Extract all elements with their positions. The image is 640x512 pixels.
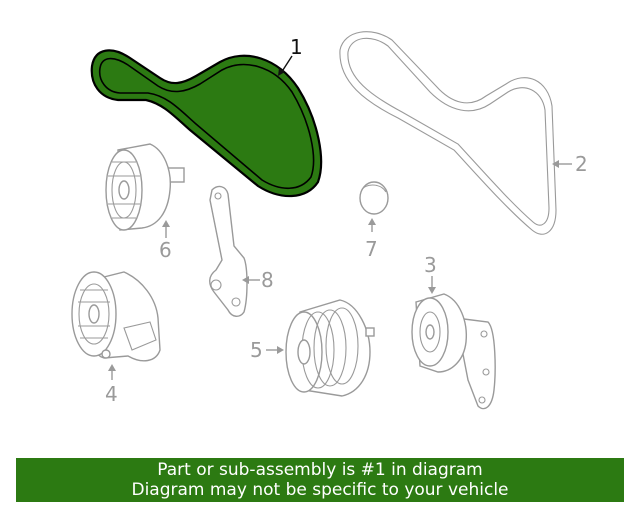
leader-line-3 (428, 276, 436, 294)
leader-line-5 (266, 346, 284, 354)
leader-line-6 (162, 220, 170, 238)
callout-2[interactable]: 2 (575, 152, 588, 176)
leader-line-2 (552, 160, 572, 168)
banner-line-1: Part or sub-assembly is #1 in diagram (157, 460, 483, 480)
banner-line-2: Diagram may not be specific to your vehi… (131, 480, 509, 500)
callout-4[interactable]: 4 (105, 382, 118, 406)
callout-7[interactable]: 7 (365, 237, 378, 261)
belt-part-1[interactable] (90, 49, 323, 198)
info-banner: Part or sub-assembly is #1 in diagram Di… (16, 458, 624, 502)
bracket-part-8[interactable] (209, 185, 248, 317)
parts-diagram: 1 2 6 8 7 (71, 31, 588, 410)
callout-1[interactable]: 1 (290, 35, 303, 59)
belt-part-2[interactable] (339, 31, 557, 235)
callout-8[interactable]: 8 (261, 268, 274, 292)
callout-6[interactable]: 6 (159, 238, 172, 262)
cap-part-7[interactable] (359, 181, 389, 215)
leader-line-4 (108, 364, 116, 380)
pulley-part-5[interactable] (285, 299, 375, 397)
tensioner-part-4[interactable] (71, 271, 161, 362)
callout-5[interactable]: 5 (250, 338, 263, 362)
leader-line-8 (242, 276, 260, 284)
leader-line-1 (278, 55, 293, 76)
callout-3[interactable]: 3 (424, 253, 437, 277)
idler-pulley-part-6[interactable] (105, 143, 185, 231)
tensioner-part-3[interactable] (411, 293, 496, 410)
leader-line-7 (368, 218, 376, 232)
